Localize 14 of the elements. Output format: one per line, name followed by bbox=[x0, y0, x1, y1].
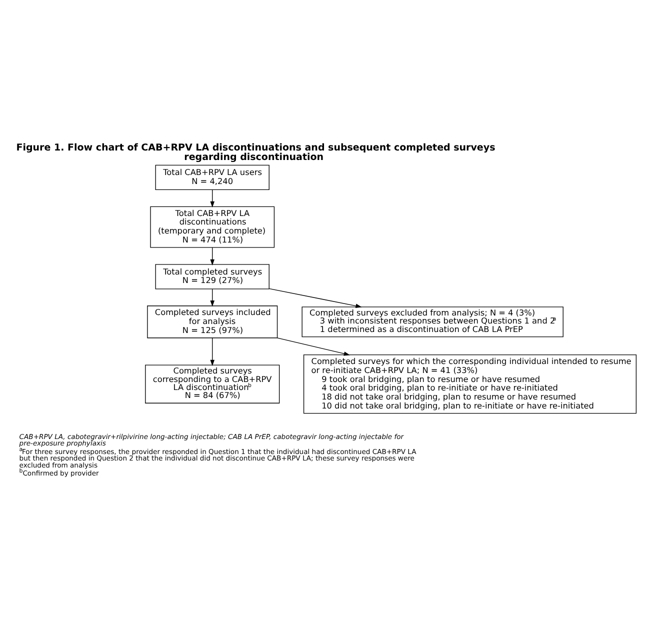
arrow bbox=[269, 288, 362, 308]
node-box: Completed surveys corresponding to a CAB+RPV LA discontinuation$^{b}$ N = 84 (67%) bbox=[145, 364, 280, 403]
arrow bbox=[277, 337, 350, 356]
node-box: Total completed surveys N = 129 (27%) bbox=[155, 264, 270, 289]
node-box: Completed surveys excluded from analysis; N = 4 (3%) 3 with inconsistent responses between Questions 1 and 2$^{a}$ 1 determined as a discontinuation of CAB LA PrEP bbox=[302, 306, 564, 337]
node-box: Completed surveys included for analysis N = 125 (97%) bbox=[147, 305, 278, 338]
arrow bbox=[210, 288, 214, 306]
arrow bbox=[210, 246, 214, 265]
diagram-title: Figure 1. Flow chart of CAB+RPV LA discontinuations and subsequent completed surveys regarding discontinuation bbox=[16, 142, 496, 162]
arrow bbox=[210, 188, 214, 208]
arrow bbox=[210, 337, 214, 366]
node-box: Total CAB+RPV LA users N = 4,240 bbox=[155, 164, 270, 190]
node-box: Completed surveys for which the corresponding individual intended to resume or re-initiate CAB+RPV LA; N = 41 (33%) 9 took oral bridging, plan to resume or have resumed 4 took oral bridging, plan to re-initiate or have re-initiated 18 did not take oral bridging, plan to resume or have resumed 10 did not take oral bridging, plan to re-initiate or have re-initiated bbox=[303, 354, 637, 414]
node-box: Total CAB+RPV LA discontinuations (temporary and complete) N = 474 (11%) bbox=[150, 206, 275, 248]
